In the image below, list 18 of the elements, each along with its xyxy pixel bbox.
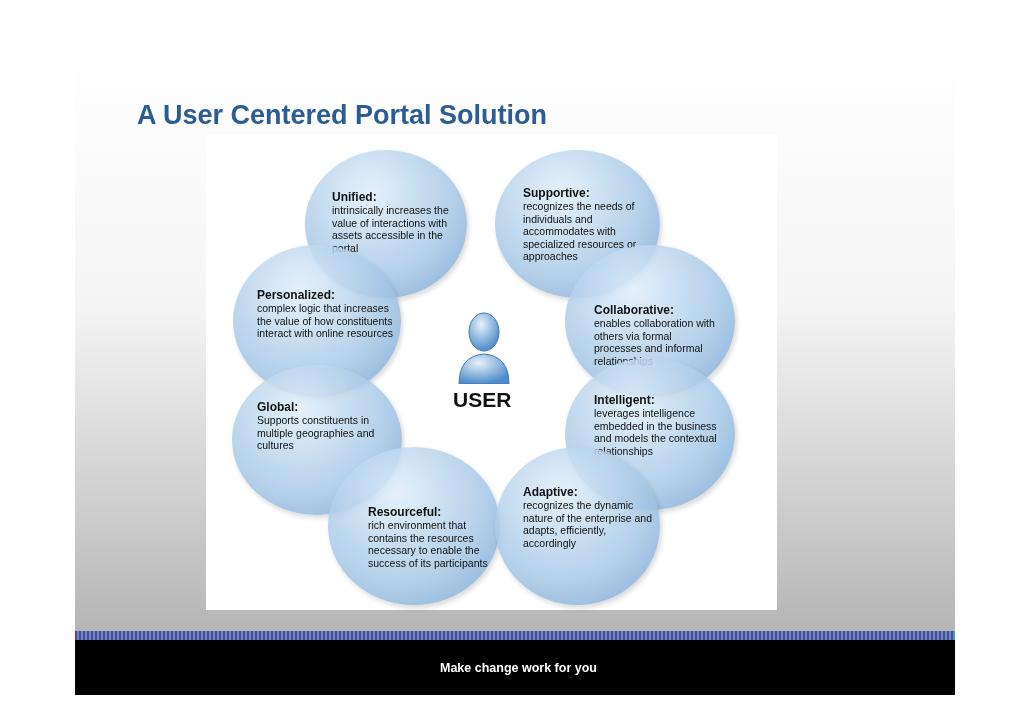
bubble-description: rich environment that contains the resources necessary to enable the success of its participants [368,519,489,570]
bubble-heading: Resourceful: [368,505,443,519]
bubble-description: Supports constituents in multiple geographies and cultures [257,414,376,452]
slide-title: A User Centered Portal Solution [137,100,548,131]
bubble-heading: Supportive: [523,186,591,200]
bubble-description: complex logic that increases the value of how constituents interact with online resources [257,302,394,340]
bubble-heading: Adaptive: [523,485,579,499]
bubble-description: intrinsically increases the value of interactions with assets accessible in the portal [332,204,450,255]
user-label: USER [453,388,512,412]
bubble-heading: Collaborative: [594,303,675,317]
bubble-description: recognizes the dynamic nature of the enterprise and adapts, efficiently, accordingly [523,499,653,550]
bubble-description: recognizes the needs of individuals and accommodates with specialized resources or approaches [523,200,638,263]
bubble-heading: Personalized: [257,288,337,302]
footer-tagline: Make change work for you [440,661,597,675]
bubble-heading: Global: [257,400,300,414]
bubble-heading: Intelligent: [594,393,656,407]
bubble-heading: Unified: [332,190,378,204]
bubble-description: leverages intelligence embedded in the business and models the contextual relationships [594,407,718,458]
